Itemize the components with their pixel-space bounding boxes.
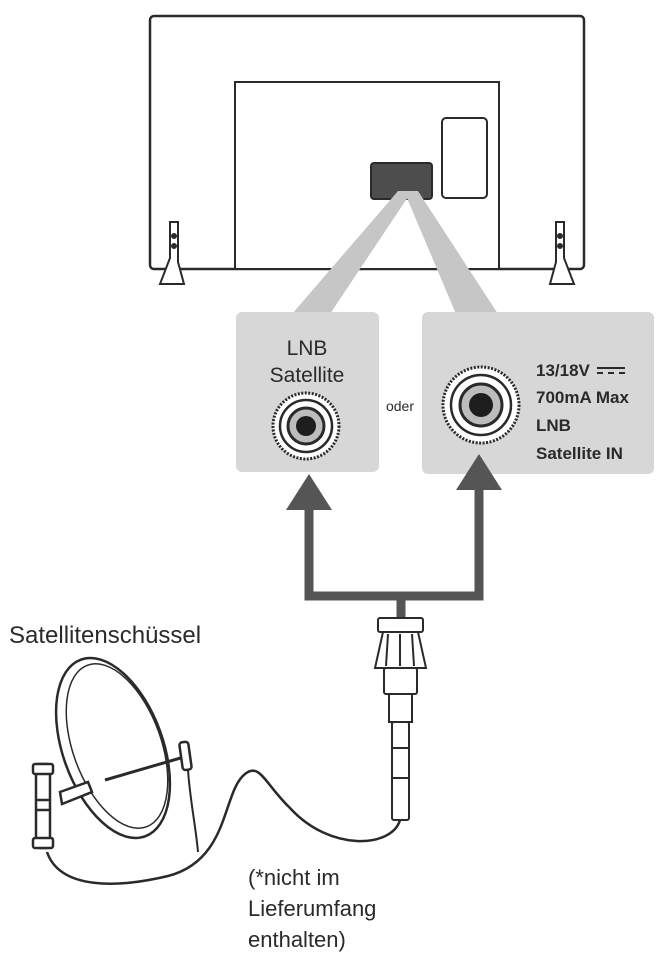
satellite-dish-icon: [31, 656, 193, 850]
dish-lnb-head: [178, 740, 193, 772]
separator-label: oder: [386, 398, 414, 414]
panel-right-input: Satellite IN: [536, 444, 623, 463]
feed-cable: [187, 769, 199, 853]
arrow-path-right: [401, 488, 484, 601]
panel-right-current: 700mA Max: [536, 388, 629, 407]
note-line-2: Lieferumfang: [248, 896, 376, 921]
dc-symbol-icon: [597, 367, 625, 374]
lnb-panel-left: LNB Satellite: [236, 312, 379, 472]
panel-left-background: [236, 312, 379, 472]
panel-left-label-2: Satellite: [270, 364, 345, 387]
panel-left-label-1: LNB: [287, 337, 328, 360]
dish-reflector: [54, 656, 172, 840]
coax-cable: [45, 769, 402, 885]
callout-beam-right: [404, 191, 498, 314]
note-line-3: enthalten): [248, 927, 346, 952]
dish-arm: [104, 755, 185, 782]
coax-connector: [373, 617, 428, 821]
tv-stand-right: [548, 221, 576, 285]
arrow-head-left: [286, 474, 332, 510]
callout-beam-left: [292, 191, 412, 314]
tv-back-view: [148, 14, 586, 285]
tv-stand-left: [158, 221, 186, 285]
arrow-head-right: [456, 454, 502, 490]
panel-right-lnb: LNB: [536, 416, 571, 435]
lnb-panel-right: 13/18V 700mA Max LNB Satellite IN: [422, 312, 654, 474]
arrow-path-left: [304, 506, 406, 624]
dish-mount-pole: [34, 762, 52, 850]
connection-arrows: [304, 488, 484, 624]
note-line-1: (*nicht im: [248, 865, 340, 890]
coax-port-left: [271, 391, 341, 461]
dish-mount-bracket: [58, 780, 94, 806]
dish-label: Satellitenschüssel: [9, 622, 201, 649]
tv-side-compartment: [441, 117, 488, 199]
dish-reflector-inner: [65, 663, 169, 829]
callout-beams: [292, 191, 498, 314]
panel-right-voltage: 13/18V: [536, 361, 591, 380]
coax-port-right: [441, 365, 521, 445]
